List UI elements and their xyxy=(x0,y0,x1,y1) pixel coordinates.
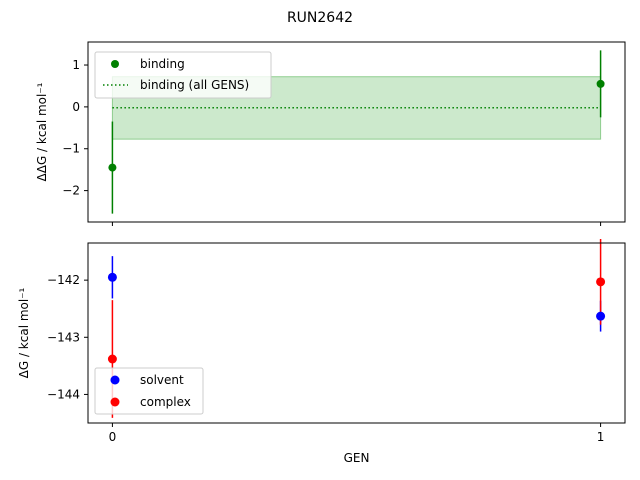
y-tick-label: −2 xyxy=(62,184,80,198)
y-tick-label: 0 xyxy=(72,100,80,114)
top-y-axis-label: ΔΔG / kcal mol⁻¹ xyxy=(35,82,49,181)
bottom-plot-frame xyxy=(87,242,626,424)
binding-point xyxy=(108,163,117,172)
legend-marker-solvent xyxy=(110,375,120,385)
x-tick-label: 1 xyxy=(597,430,605,444)
top-plot-frame xyxy=(87,41,626,223)
legend-label-binding: binding xyxy=(140,57,185,71)
bottom-x-axis-label: GEN xyxy=(344,451,370,465)
figure-title: RUN2642 xyxy=(287,10,353,26)
y-tick-label: −142 xyxy=(47,273,80,287)
legend-label-solvent: solvent xyxy=(140,373,184,387)
complex-point xyxy=(596,277,606,287)
y-tick-label: 1 xyxy=(72,58,80,72)
legend-label-binding-all-gens: binding (all GENS) xyxy=(140,78,249,92)
bottom-y-ticks: −142 −143 −144 xyxy=(47,273,88,401)
y-tick-label: −1 xyxy=(62,142,80,156)
bottom-legend: solvent complex xyxy=(94,367,204,415)
top-y-ticks: 1 0 −1 −2 xyxy=(62,58,88,198)
y-tick-label: −144 xyxy=(47,387,80,401)
bottom-legend-box xyxy=(94,367,204,415)
complex-point xyxy=(107,354,117,364)
y-tick-label: −143 xyxy=(47,330,80,344)
top-legend-box xyxy=(94,51,272,99)
bottom-y-axis-label: ΔG / kcal mol⁻¹ xyxy=(17,287,31,378)
legend-label-complex: complex xyxy=(140,395,191,409)
solvent-point xyxy=(107,272,117,282)
x-tick-label: 0 xyxy=(109,430,117,444)
top-x-ticks xyxy=(111,222,602,226)
binding-series xyxy=(108,50,605,214)
solvent-point xyxy=(596,311,606,321)
top-legend: binding binding (all GENS) xyxy=(94,51,272,99)
solvent-complex-series xyxy=(107,239,606,418)
top-panel: 1 0 −1 −2 ΔΔG / kcal mol⁻¹ binding binding … xyxy=(35,41,626,226)
legend-marker-complex xyxy=(110,397,120,407)
legend-marker-binding xyxy=(111,60,119,68)
binding-point xyxy=(596,79,605,88)
